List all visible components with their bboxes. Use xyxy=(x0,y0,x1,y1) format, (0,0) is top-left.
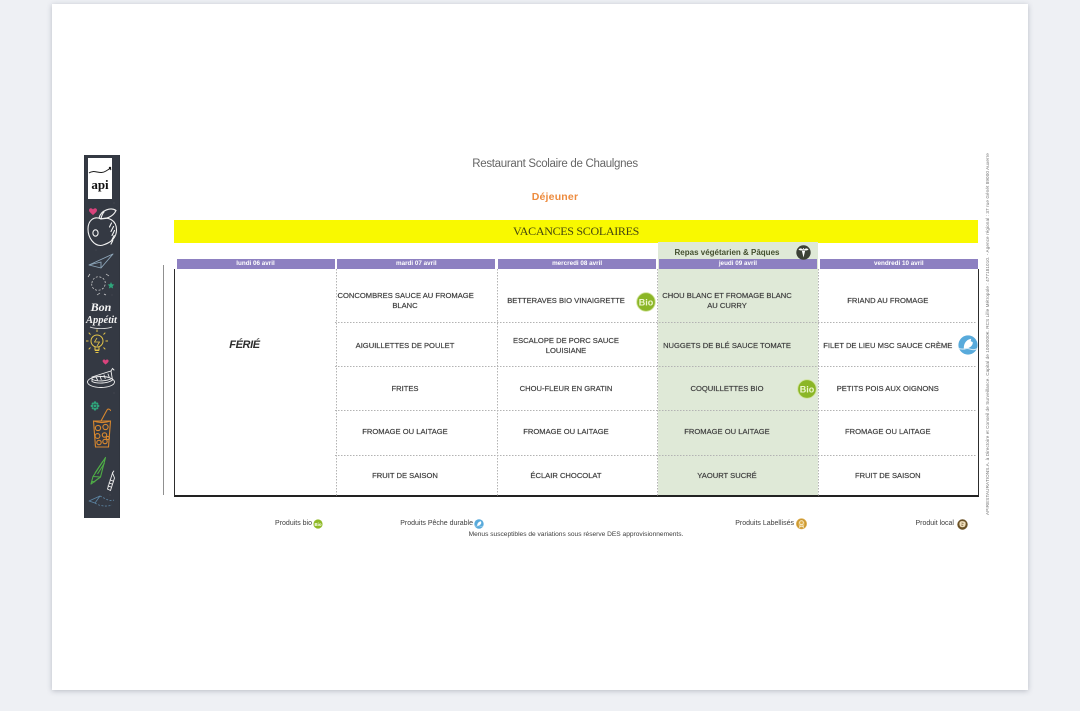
svg-text:Bio: Bio xyxy=(315,522,322,527)
svg-text:Appétit: Appétit xyxy=(85,315,118,326)
svg-text:Bio: Bio xyxy=(799,384,814,394)
svg-text:api: api xyxy=(91,177,109,192)
svg-text:Bio: Bio xyxy=(639,297,654,307)
svg-text:Bon: Bon xyxy=(90,300,112,314)
